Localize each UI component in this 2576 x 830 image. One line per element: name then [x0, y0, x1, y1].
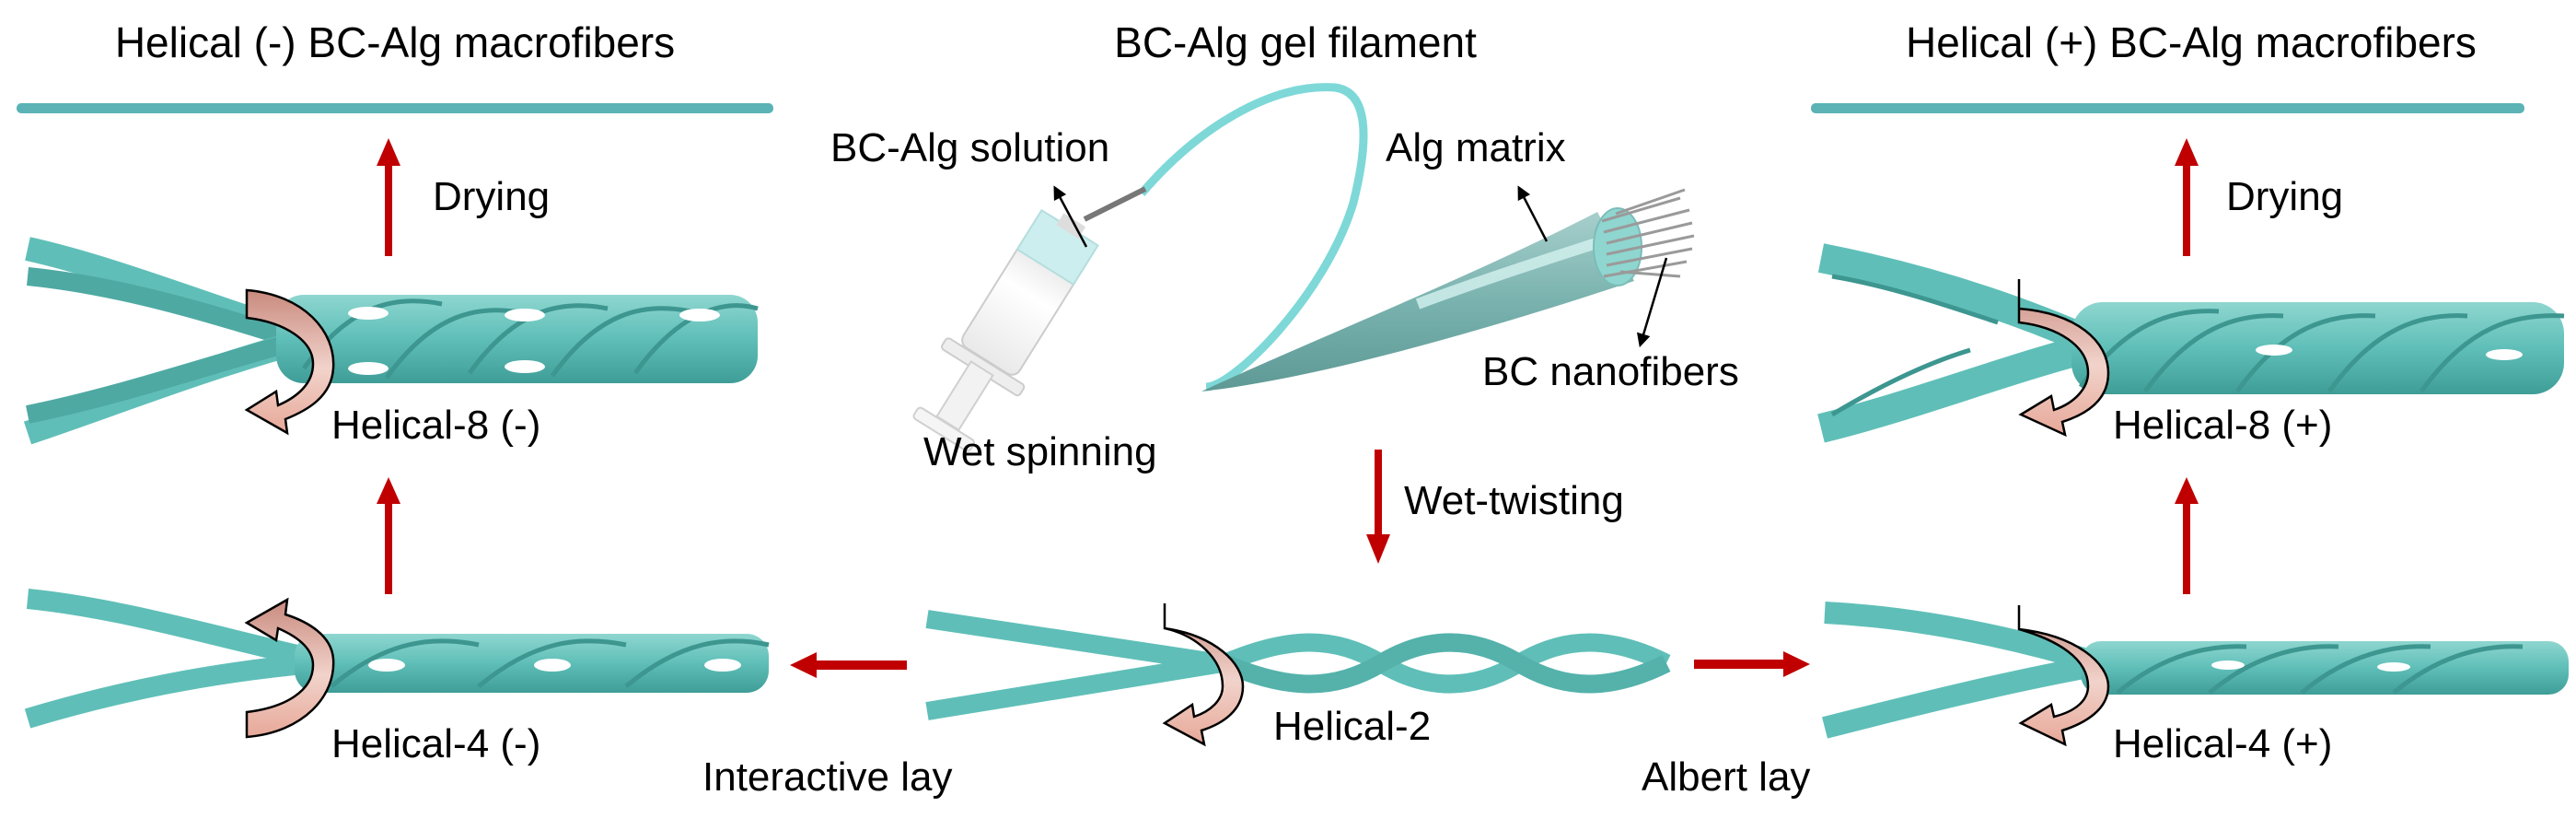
left-panel-title: Helical (-) BC-Alg macrofibers	[115, 18, 675, 66]
helical-8-minus-rope	[23, 237, 759, 445]
interactive-lay-arrow	[790, 652, 907, 678]
helical-4-minus-rope	[24, 589, 770, 729]
nanofibers-pointer	[1636, 257, 1668, 348]
wet-spinning-label: Wet spinning	[923, 429, 1157, 474]
syringe	[912, 208, 1099, 452]
drying-label-left: Drying	[433, 174, 550, 219]
helical-4-minus-label: Helical-4 (-)	[331, 721, 540, 766]
helical-2-label: Helical-2	[1273, 704, 1431, 749]
solution-pointer	[1053, 185, 1088, 248]
right-panel: Helical (+) BC-Alg macrofibers Drying	[1811, 18, 2569, 766]
helical-8-plus-label: Helical-8 (+)	[2113, 403, 2332, 448]
up-arrow-left	[377, 477, 400, 594]
bc-nanofibers-label: BC nanofibers	[1482, 349, 1739, 394]
albert-lay-arrow	[1694, 651, 1810, 677]
drying-arrow-right	[2175, 138, 2199, 256]
wet-twisting-label: Wet-twisting	[1404, 478, 1624, 523]
center-panel-title: BC-Alg gel filament	[1114, 18, 1477, 66]
helical-8-plus-rope	[1817, 243, 2565, 443]
bc-nanofibers-bundle	[1601, 188, 1695, 278]
alg-matrix-label: Alg matrix	[1386, 125, 1566, 170]
helical-2-rope	[925, 610, 1671, 720]
albert-lay-label: Albert lay	[1642, 754, 1810, 800]
helical-4-plus-rope	[1822, 602, 2569, 739]
dried-macrofiber-left	[17, 103, 773, 113]
drying-arrow-left	[377, 138, 400, 256]
left-panel: Helical (-) BC-Alg macrofibers Drying	[17, 18, 952, 800]
twist-arrow-helical-4-minus	[244, 597, 335, 739]
twist-arrow-helical-4-plus	[2017, 605, 2110, 747]
twist-arrow-helical-2	[1162, 603, 1245, 747]
wet-twisting-arrow	[1366, 450, 1390, 564]
helical-8-minus-label: Helical-8 (-)	[331, 403, 540, 448]
center-panel: BC-Alg gel filament	[830, 18, 1810, 800]
dried-macrofiber-right	[1811, 103, 2524, 113]
helical-4-plus-label: Helical-4 (+)	[2113, 721, 2332, 766]
bc-alg-solution-label: BC-Alg solution	[830, 125, 1109, 170]
up-arrow-right	[2175, 477, 2199, 594]
twist-arrow-helical-8-minus	[244, 288, 335, 436]
gel-filament	[1138, 83, 1368, 392]
right-panel-title: Helical (+) BC-Alg macrofibers	[1906, 18, 2477, 66]
interactive-lay-label: Interactive lay	[702, 754, 952, 800]
matrix-pointer	[1517, 185, 1549, 242]
syringe-needle	[1083, 186, 1147, 222]
twist-arrow-helical-8-plus	[2017, 279, 2110, 438]
drying-label-right: Drying	[2226, 174, 2343, 219]
filament-cross-section	[1201, 188, 1695, 392]
